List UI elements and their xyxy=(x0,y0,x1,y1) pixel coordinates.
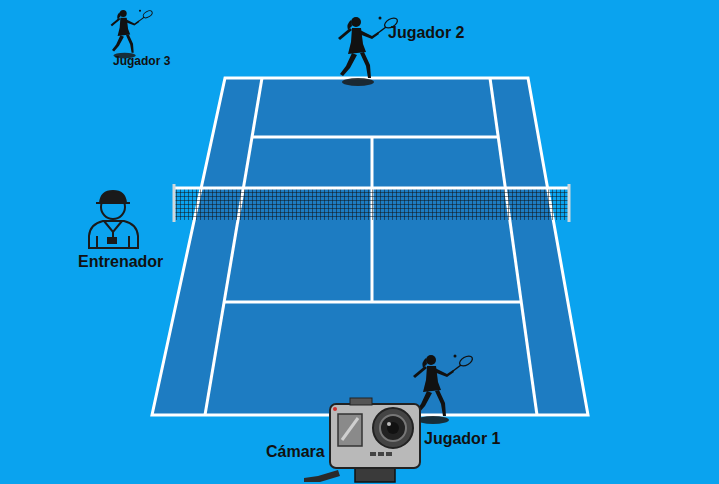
figure-label: Jugador 2 xyxy=(388,24,464,42)
figure-label: Jugador 1 xyxy=(424,430,500,448)
figure-label: Entrenador xyxy=(78,253,163,271)
figure-label: Cámara xyxy=(266,443,325,461)
figure-label: Jugador 3 xyxy=(113,55,170,69)
